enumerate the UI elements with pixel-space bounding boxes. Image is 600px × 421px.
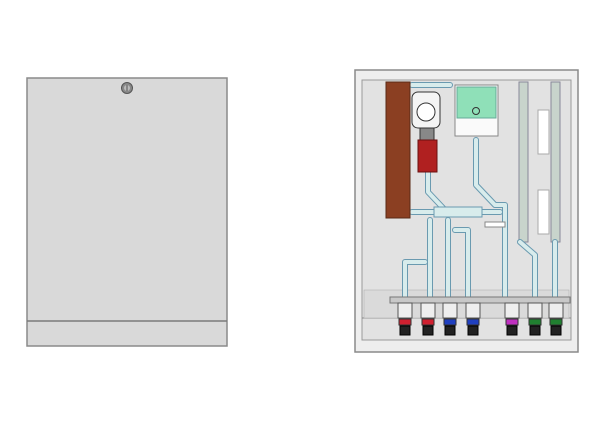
outlet-fitting: [527, 302, 543, 319]
closed-cabinet: [26, 77, 228, 347]
manifold-outlet: [420, 302, 436, 336]
outlet-fitting: [548, 302, 564, 319]
outlet-cap: [529, 325, 541, 336]
rail-right: [550, 81, 561, 243]
outlet-cap: [399, 325, 411, 336]
manifold-outlets: [397, 302, 564, 336]
outlet-cap: [550, 325, 562, 336]
outlet-color-ring: [549, 318, 563, 326]
outlet-color-ring: [528, 318, 542, 326]
manifold-bar: [389, 296, 571, 304]
manifold-outlet: [465, 302, 481, 336]
open-cabinet: [354, 69, 579, 353]
outlet-color-ring: [505, 318, 519, 326]
heat-exchanger: [385, 81, 411, 219]
manifold-outlet: [442, 302, 458, 336]
outlet-fitting: [442, 302, 458, 319]
controller-display: [456, 86, 497, 119]
rail-left: [518, 81, 529, 243]
cabinet-door: [26, 77, 228, 347]
outlet-fitting: [504, 302, 520, 319]
outlet-color-ring: [421, 318, 435, 326]
outlet-fitting: [420, 302, 436, 319]
outlet-cap: [444, 325, 456, 336]
outlet-cap: [506, 325, 518, 336]
outlet-fitting: [465, 302, 481, 319]
manifold-outlet: [504, 302, 520, 336]
outlet-color-ring: [443, 318, 457, 326]
outlet-color-ring: [398, 318, 412, 326]
manifold-outlet: [397, 302, 413, 336]
manifold-outlet: [527, 302, 543, 336]
outlet-fitting: [397, 302, 413, 319]
outlet-color-ring: [466, 318, 480, 326]
manifold-outlet: [548, 302, 564, 336]
outlet-cap: [467, 325, 479, 336]
outlet-cap: [422, 325, 434, 336]
valve-actuator: [417, 139, 438, 173]
